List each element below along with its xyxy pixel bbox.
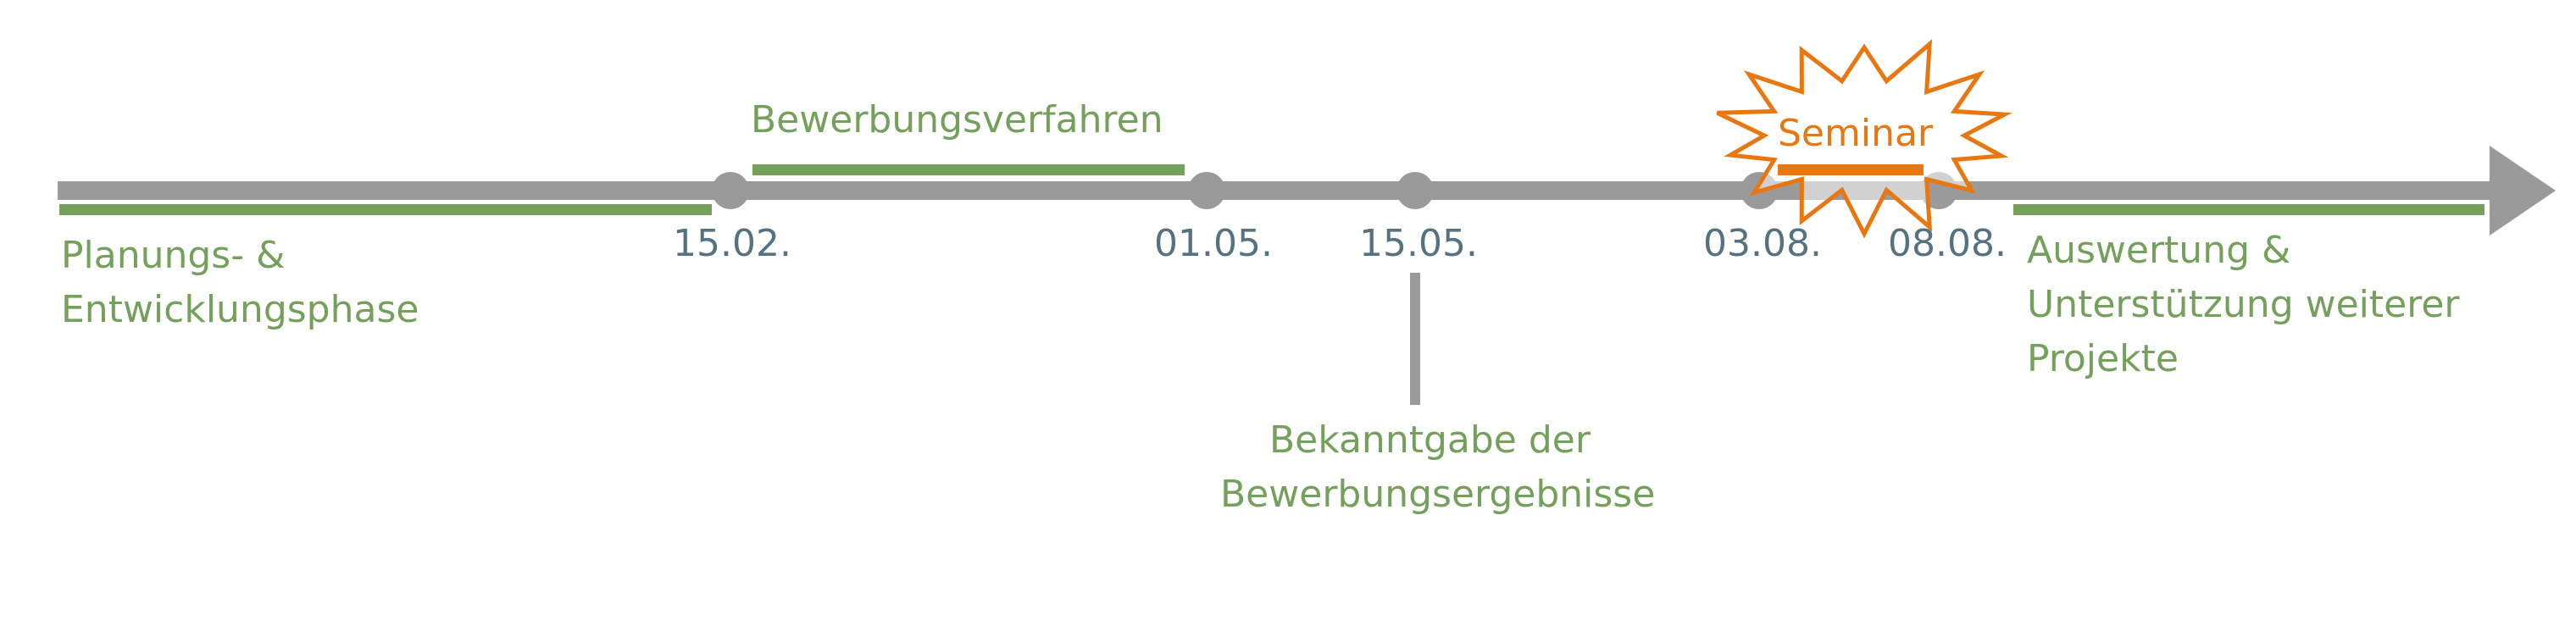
evaluation-phase-bar xyxy=(2013,204,2484,215)
date-label-15-05: 15.05. xyxy=(1359,222,1478,265)
date-marker-15-05 xyxy=(1396,172,1434,209)
seminar-label: Seminar xyxy=(1778,112,1934,155)
date-marker-01-05 xyxy=(1188,172,1225,209)
announcement-label-line2: Bewerbungsergebnisse xyxy=(1220,473,1656,516)
announcement-label-line1: Bekanntgabe der xyxy=(1269,418,1591,462)
seminar-bar xyxy=(1778,164,1924,175)
phase-label-evaluation-line2: Unterstützung weiterer xyxy=(2027,283,2460,326)
planning-phase-bar xyxy=(59,204,712,215)
phase-label-evaluation-line1: Auswertung & xyxy=(2027,229,2291,272)
date-marker-15-02 xyxy=(712,172,749,209)
timeline-arrowhead xyxy=(2490,146,2556,235)
phase-label-evaluation-line3: Projekte xyxy=(2027,337,2179,380)
phase-label-planning-line1: Planungs- & xyxy=(61,234,286,277)
starburst-icon xyxy=(1716,39,2012,239)
application-phase-bar xyxy=(752,164,1185,175)
phase-label-application: Bewerbungsverfahren xyxy=(751,98,1163,141)
date-label-08-08: 08.08. xyxy=(1888,222,2007,265)
phase-label-planning-line2: Entwicklungsphase xyxy=(61,288,419,331)
date-label-03-08: 03.08. xyxy=(1703,222,1822,265)
date-label-01-05: 01.05. xyxy=(1154,222,1273,265)
date-label-15-02: 15.02. xyxy=(673,222,791,265)
